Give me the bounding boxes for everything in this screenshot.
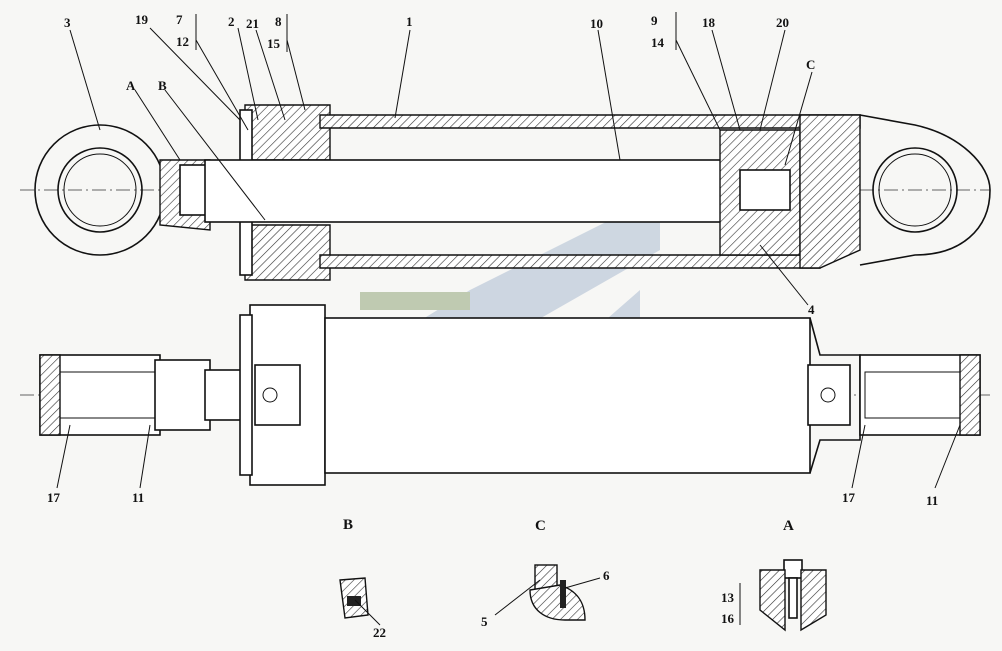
callout-15: 15 (267, 36, 281, 51)
callout-19: 19 (135, 12, 149, 27)
callout-17-left: 17 (47, 490, 61, 505)
detail-a (759, 559, 827, 632)
callout-7: 7 (176, 12, 183, 27)
detail-b (339, 577, 369, 619)
callout-ref-b: B (158, 78, 167, 93)
callout-2: 2 (228, 14, 235, 29)
callout-labels: 3 19 7 12 2 21 8 15 1 10 9 14 18 20 C A … (47, 12, 938, 640)
callout-4: 4 (808, 302, 815, 317)
external-view-bottom (20, 304, 990, 486)
callout-20: 20 (776, 15, 789, 30)
callout-5: 5 (481, 614, 488, 629)
callout-18: 18 (702, 15, 716, 30)
callout-11-left: 11 (132, 490, 144, 505)
detail-title-b: B (343, 517, 353, 533)
callout-22: 22 (373, 625, 386, 640)
callout-21: 21 (246, 16, 259, 31)
callout-11-right: 11 (926, 493, 938, 508)
callout-12: 12 (176, 34, 189, 49)
callout-3: 3 (64, 15, 71, 30)
callout-9: 9 (651, 13, 658, 28)
callout-1: 1 (406, 14, 413, 29)
detail-titles: B C A (343, 517, 794, 534)
callout-17-right: 17 (842, 490, 856, 505)
leader-lines (56, 12, 961, 626)
callout-8: 8 (275, 14, 282, 29)
detail-c (529, 564, 586, 621)
callout-ref-c: C (806, 57, 815, 72)
callout-13: 13 (721, 590, 735, 605)
callout-6: 6 (603, 568, 610, 583)
section-view-top (20, 104, 991, 281)
callout-16: 16 (721, 611, 735, 626)
detail-title-c: C (535, 518, 546, 534)
detail-title-a: A (783, 518, 794, 534)
callout-14: 14 (651, 35, 665, 50)
callout-10: 10 (590, 16, 603, 31)
callout-ref-a: A (126, 78, 136, 93)
